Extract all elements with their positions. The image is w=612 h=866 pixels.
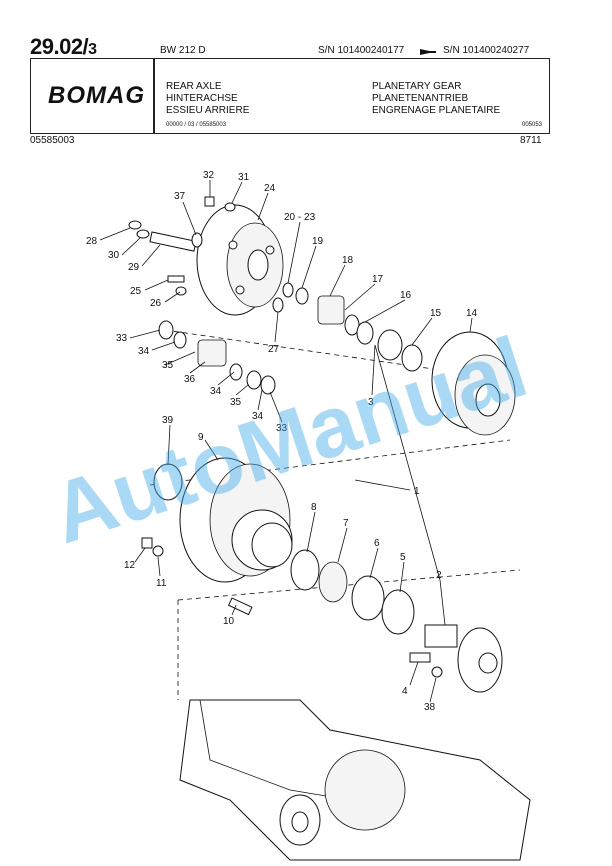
callout: 33 <box>276 423 288 434</box>
callout: 31 <box>238 172 250 183</box>
title-column-right: PLANETARY GEAR PLANETENANTRIEB ENGRENAGE… <box>372 81 500 117</box>
spindle-flange-2 <box>424 624 503 693</box>
callout: 14 <box>466 308 478 319</box>
callout: 38 <box>424 702 436 713</box>
callout: 34 <box>252 411 264 422</box>
date-code: 8711 <box>520 135 542 146</box>
callout: 39 <box>162 415 174 426</box>
callout: 8 <box>311 502 317 513</box>
callout: 32 <box>203 170 215 181</box>
reference-code-right: 005053 <box>522 122 543 128</box>
callout: 33 <box>116 333 128 344</box>
reference-code: 00000 / 03 / 05585003 <box>166 122 227 128</box>
callout: 16 <box>400 290 412 301</box>
callout: 28 <box>86 236 98 247</box>
small-parts-upper <box>128 196 236 296</box>
subtitle-de: PLANETENANTRIEB <box>372 93 469 104</box>
fasteners <box>141 537 443 678</box>
callout: 4 <box>402 686 408 697</box>
callout: 24 <box>264 183 276 194</box>
header-divider <box>153 58 155 134</box>
callout: 15 <box>430 308 442 319</box>
header-box <box>30 58 550 134</box>
callout: 25 <box>130 286 142 297</box>
callout: 36 <box>184 374 196 385</box>
exploded-parts-diagram: 32 31 37 24 20 - 23 19 18 17 16 15 14 28… <box>86 170 531 861</box>
callout: 17 <box>372 274 384 285</box>
serial-from: S/N 101400240177 <box>318 45 405 56</box>
callout: 3 <box>368 397 374 408</box>
page-sub-number: 3 <box>88 41 97 58</box>
callout: 30 <box>108 250 120 261</box>
subtitle-fr: ENGRENAGE PLANETAIRE <box>372 105 501 116</box>
callout: 7 <box>343 518 349 529</box>
assembly-guide-lines <box>149 329 521 700</box>
document-number: 05585003 <box>30 135 75 146</box>
callout: 9 <box>198 432 204 443</box>
planet-carrier-24 <box>196 204 284 316</box>
callout: 34 <box>210 386 222 397</box>
ring-gear-drum-14 <box>431 331 516 436</box>
callout: 29 <box>128 262 140 273</box>
axle-housing <box>179 699 531 861</box>
callout: 20 - 23 <box>284 212 316 223</box>
bearings-5-8 <box>290 549 415 635</box>
brand-logo: BOMAG <box>48 82 145 109</box>
callout-labels: 32 31 37 24 20 - 23 19 18 17 16 15 14 28… <box>86 170 478 713</box>
title-en: REAR AXLE <box>166 81 222 92</box>
serial-to: S/N 101400240277 <box>443 45 530 56</box>
seal-39 <box>153 463 183 501</box>
callout: 12 <box>124 560 136 571</box>
wheel-hub-9 <box>179 457 293 583</box>
subtitle-en: PLANETARY GEAR <box>372 81 462 92</box>
callout: 19 <box>312 236 324 247</box>
callout: 10 <box>223 616 235 627</box>
callout: 26 <box>150 298 162 309</box>
callout: 6 <box>374 538 380 549</box>
callout: 1 <box>414 486 420 497</box>
callout: 27 <box>268 344 280 355</box>
planet-gear-set <box>158 320 276 395</box>
bearing-stack-15-27 <box>272 282 423 372</box>
callout: 35 <box>162 360 174 371</box>
callout: 18 <box>342 255 354 266</box>
title-de: HINTERACHSE <box>166 93 238 104</box>
callout-leaders <box>99 180 473 703</box>
model-name: BW 212 D <box>160 45 206 56</box>
title-fr: ESSIEU ARRIERE <box>166 105 250 116</box>
callout: 11 <box>156 578 167 589</box>
callout: 2 <box>436 570 442 581</box>
callout: 34 <box>138 346 150 357</box>
page-number: 29.02/3 <box>30 34 97 59</box>
callout: 5 <box>400 552 406 563</box>
callout: 35 <box>230 397 242 408</box>
arrow-right-icon <box>420 44 440 62</box>
title-column-left: REAR AXLE HINTERACHSE ESSIEU ARRIERE <box>166 81 249 117</box>
callout: 37 <box>174 191 186 202</box>
